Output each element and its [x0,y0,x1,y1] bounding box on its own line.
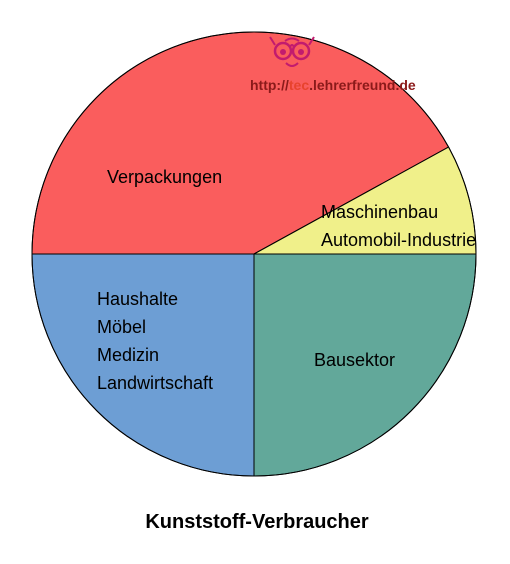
slice-label-3-line-1: Bausektor [314,350,395,370]
watermark: http://tec.lehrerfreund.de [250,36,416,93]
slice-label-4-line-2: Möbel [97,317,146,337]
slice-label-1-line-1: Verpackungen [107,167,222,187]
watermark-url-prefix: http:// [250,77,289,93]
slice-label-4-line-1: Haushalte [97,289,178,309]
watermark-url-suffix: .lehrerfreund.de [309,77,416,93]
slice-label-2-line-1: Maschinenbau [321,202,438,222]
pie-slices [31,31,477,477]
pie-labels: VerpackungenMaschinenbauAutomobil-Indust… [97,167,476,393]
watermark-url: http://tec.lehrerfreund.de [250,77,416,93]
owl-glasses-icon [269,36,315,67]
chart-title: Kunststoff-Verbraucher [145,511,369,533]
pie-outline [31,31,477,477]
slice-label-2-line-2: Automobil-Industrie [321,230,476,250]
watermark-url-highlight: tec [289,77,309,93]
slice-label-4-line-3: Medizin [97,345,159,365]
pie-slice-4 [31,253,255,477]
slice-label-4-line-4: Landwirtschaft [97,373,213,393]
